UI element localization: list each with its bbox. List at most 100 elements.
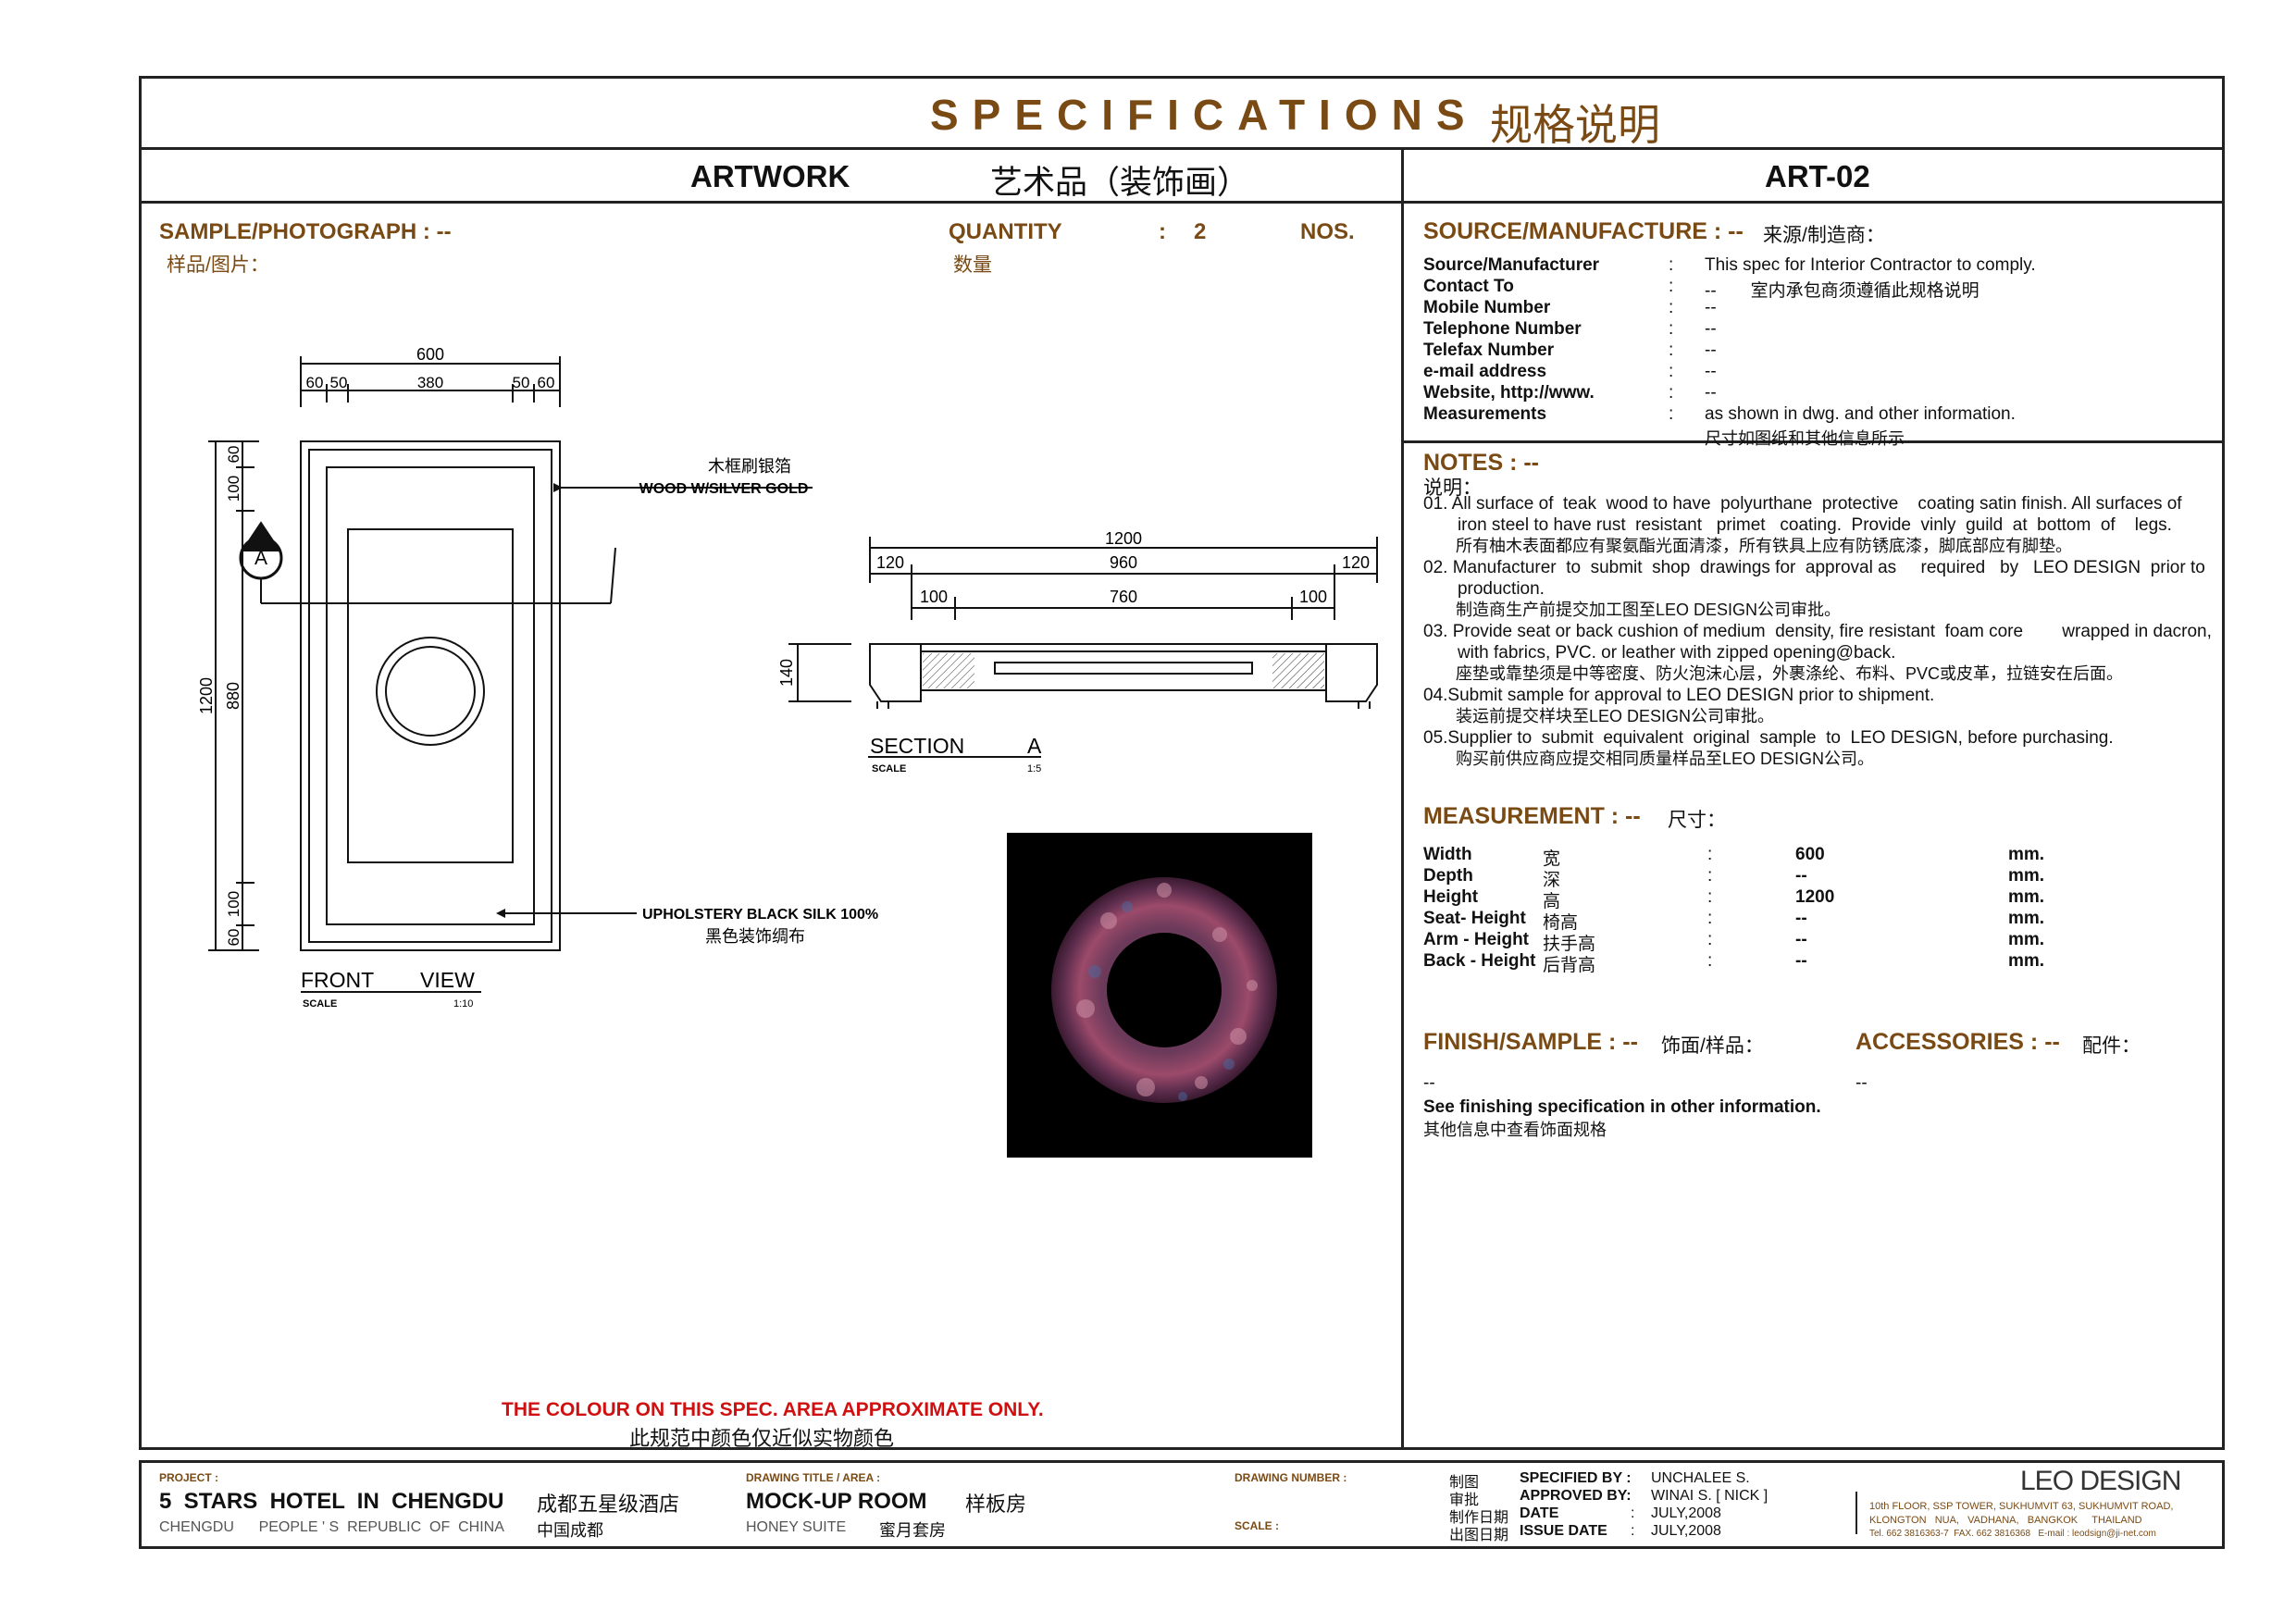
sig-cn: 审批 — [1449, 1493, 1480, 1508]
dim-section-100b: 100 — [1299, 588, 1327, 606]
source-row-value: -- — [1705, 298, 1717, 317]
finish-heading-cn: 饰面/样品： — [1661, 1035, 1764, 1057]
sig-label: APPROVED BY: — [1520, 1488, 1632, 1504]
source-row-label: Telephone Number — [1423, 319, 1582, 339]
measure-unit: mm. — [2008, 951, 2045, 971]
project-name-cn: 成都五星级酒店 — [537, 1493, 680, 1516]
source-row-colon: : — [1669, 255, 1674, 275]
label-wood-cn: 木框刷银箔 — [708, 457, 791, 476]
company-address-2: KLONGTON NUA, VADHANA, BANGKOK THAILAND — [1869, 1515, 2142, 1526]
source-notes-divider — [1401, 440, 2225, 443]
note-line: production. — [1423, 579, 1545, 599]
dim-front-50a: 50 — [330, 374, 348, 391]
dim-section-1200: 1200 — [1105, 529, 1142, 548]
measure-colon: : — [1707, 845, 1713, 864]
measure-unit: mm. — [2008, 909, 2045, 928]
dim-section-760: 760 — [1110, 588, 1137, 606]
area-cn: 蜜月套房 — [879, 1521, 946, 1540]
dim-front-60c: 60 — [225, 446, 242, 464]
note-line: 03. Provide seat or back cushion of medi… — [1423, 622, 2212, 641]
title-en: SPECIFICATIONS — [930, 91, 1479, 139]
colour-notice-en: THE COLOUR ON THIS SPEC. AREA APPROXIMAT… — [502, 1399, 1044, 1420]
note-line: 02. Manufacturer to submit shop drawings… — [1423, 558, 2205, 577]
sig-cn: 制图 — [1449, 1475, 1480, 1491]
section-title-a: SECTION — [870, 734, 964, 758]
source-row-label: Telefax Number — [1423, 341, 1555, 360]
note-line: 05.Supplier to submit equivalent origina… — [1423, 728, 2114, 748]
source-row-label: e-mail address — [1423, 362, 1547, 381]
spec-code: ART-02 — [1765, 159, 1870, 193]
source-row-label: Measurements — [1423, 404, 1547, 424]
note-line: with fabrics, PVC. or leather with zippe… — [1423, 643, 1896, 663]
sig-value: JULY,2008 — [1651, 1523, 1721, 1539]
notes-heading-cn: 说明： — [1423, 477, 1482, 499]
project-name-en: 5 STARS HOTEL IN CHENGDU — [159, 1489, 504, 1514]
dim-section-100a: 100 — [920, 588, 948, 606]
source-row-value: -- 室内承包商须遵循此规格说明 — [1705, 281, 1980, 301]
source-row-value: -- — [1705, 383, 1717, 403]
accessories-heading-cn: 配件： — [2082, 1035, 2141, 1057]
dim-front-60d: 60 — [225, 929, 242, 947]
sig-value: UNCHALEE S. — [1651, 1470, 1750, 1486]
title-cn: 规格说明 — [1490, 101, 1660, 149]
dim-front-1200: 1200 — [197, 677, 216, 714]
measure-label-cn: 扶手高 — [1543, 935, 1596, 954]
measure-label: Height — [1423, 887, 1479, 907]
dim-front-50b: 50 — [513, 374, 530, 391]
finish-heading: FINISH/SAMPLE : -- — [1423, 1029, 1638, 1055]
scale-label: SCALE : — [1235, 1519, 1279, 1532]
project-label: PROJECT : — [159, 1471, 219, 1484]
source-row-colon: : — [1669, 277, 1674, 296]
note-line: 制造商生产前提交加工图至LEO DESIGN公司审批。 — [1423, 601, 1842, 619]
sig-label: ISSUE DATE — [1520, 1523, 1607, 1539]
source-row-value: This spec for Interior Contractor to com… — [1705, 255, 2036, 275]
section-scale-label: SCALE — [872, 763, 906, 774]
measure-label: Width — [1423, 845, 1472, 864]
measure-value: -- — [1795, 866, 1807, 886]
column-divider — [1401, 147, 1404, 1450]
title-block-frame — [139, 1460, 2225, 1549]
measure-colon: : — [1707, 909, 1713, 928]
label-upholstery-cn: 黑色装饰绸布 — [705, 927, 805, 946]
note-line: 所有柚木表面都应有聚氨酯光面清漆，所有铁具上应有防锈底漆，脚底部应有脚垫。 — [1423, 537, 2073, 555]
finish-value: -- — [1423, 1073, 1435, 1093]
measure-unit: mm. — [2008, 930, 2045, 949]
source-row-colon: : — [1669, 404, 1674, 424]
accessories-value: -- — [1855, 1073, 1868, 1093]
section-marker-letter: A — [254, 548, 267, 569]
quantity-label: QUANTITY — [949, 219, 1062, 244]
measure-label: Back - Height — [1423, 951, 1536, 971]
measure-label: Seat- Height — [1423, 909, 1526, 928]
measure-colon: : — [1707, 866, 1713, 886]
front-view-scale-value: 1:10 — [453, 998, 473, 1010]
sig-value: WINAI S. [ NICK ] — [1651, 1488, 1769, 1504]
sig-cn: 出图日期 — [1449, 1528, 1509, 1543]
sig-label: SPECIFIED BY : — [1520, 1470, 1632, 1486]
dim-front-380: 380 — [417, 374, 443, 391]
section-title-b: A — [1027, 734, 1042, 758]
sample-photo — [1007, 833, 1312, 1158]
category-en: ARTWORK — [690, 159, 850, 193]
project-location-en: CHENGDU PEOPLE ' S REPUBLIC OF CHINA — [159, 1519, 504, 1535]
front-view-title-a: FRONT — [301, 968, 374, 992]
dim-front-100a: 100 — [225, 476, 242, 502]
source-row-colon: : — [1669, 362, 1674, 381]
category-cn: 艺术品（装饰画） — [990, 165, 1250, 201]
note-line: 04.Submit sample for approval to LEO DES… — [1423, 686, 1935, 705]
measure-label-cn: 高 — [1543, 892, 1561, 911]
source-row-label: Source/Manufacturer — [1423, 255, 1600, 275]
quantity-colon: : — [1159, 219, 1166, 244]
note-line: 01. All surface of teak wood to have pol… — [1423, 494, 2182, 514]
label-wood-en: WOOD W/SILVER GOLD — [639, 481, 809, 497]
note-line: 装运前提交样块至LEO DESIGN公司审批。 — [1423, 707, 1775, 725]
note-line: iron steel to have rust resistant primet… — [1423, 515, 2172, 535]
measure-label: Depth — [1423, 866, 1473, 886]
company-logo: LEO DESIGN — [2020, 1466, 2181, 1496]
category-divider — [139, 201, 2225, 204]
section-scale-value: 1:5 — [1027, 763, 1041, 774]
section-a-drawing: 1200 120 960 120 100 760 100 140 SECTION… — [777, 529, 1378, 774]
measure-value: -- — [1795, 930, 1807, 949]
source-row-value: -- — [1705, 341, 1717, 360]
measure-value: 1200 — [1795, 887, 1835, 907]
source-row-value: -- — [1705, 362, 1717, 381]
